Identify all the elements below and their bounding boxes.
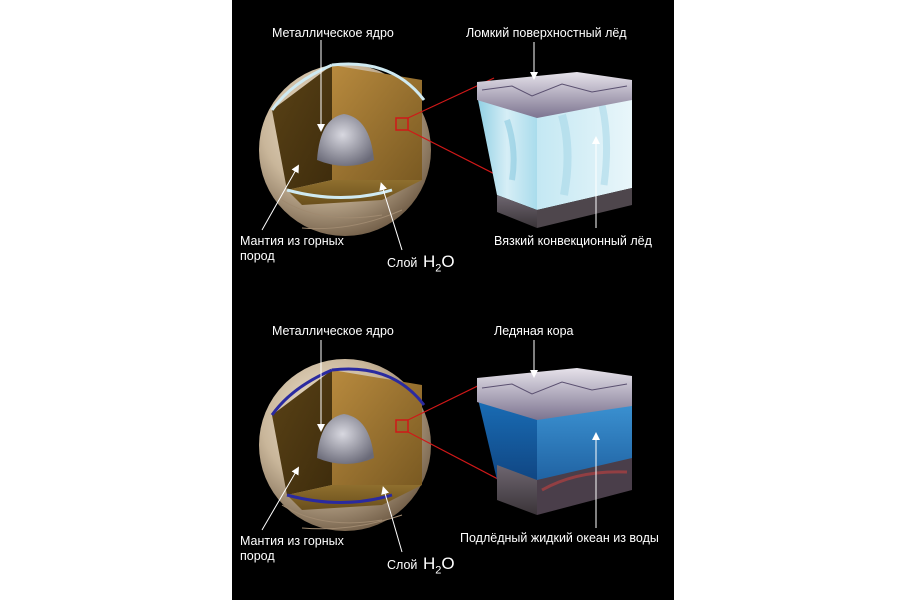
bottom-mantle-label: Мантия из горных пород — [240, 534, 344, 563]
top-bottom-label: Вязкий конвекционный лёд — [494, 234, 652, 248]
top-water-sub: 2 — [435, 262, 442, 275]
top-highlight-box — [395, 117, 409, 131]
top-ice-block — [477, 72, 632, 228]
top-water-formula: H2O — [423, 252, 455, 274]
top-mantle-arrow — [261, 164, 299, 231]
top-sphere — [259, 62, 431, 236]
bottom-water-o: O — [441, 554, 455, 573]
top-water-h: H — [423, 252, 436, 271]
top-core-label: Металлическое ядро — [272, 26, 394, 40]
top-layer-arrow — [379, 182, 403, 251]
bottom-ocean-label: Подлёдный жидкий океан из воды — [460, 531, 659, 545]
bottom-ocean-block — [477, 368, 632, 515]
top-layer-label: Слой — [387, 256, 418, 270]
bottom-water-sub: 2 — [435, 564, 442, 577]
bottom-highlight-box — [395, 419, 409, 433]
bottom-sphere — [259, 359, 431, 531]
bottom-water-h: H — [423, 554, 436, 573]
diagram-panel: Металлическое ядро Ломкий поверхностный … — [232, 0, 674, 600]
top-water-o: O — [441, 252, 455, 271]
bottom-surface-label: Ледяная кора — [494, 324, 574, 338]
bottom-mantle-arrow — [261, 466, 300, 531]
bottom-water-formula: H2O — [423, 554, 455, 576]
bottom-core-label: Металлическое ядро — [272, 324, 394, 338]
top-surface-label: Ломкий поверхностный лёд — [466, 26, 627, 40]
europa-interior-illustration — [259, 40, 632, 553]
bottom-layer-label: Слой — [387, 558, 418, 572]
bottom-layer-arrow — [381, 486, 403, 553]
top-mantle-label: Мантия из горных пород — [240, 234, 344, 263]
